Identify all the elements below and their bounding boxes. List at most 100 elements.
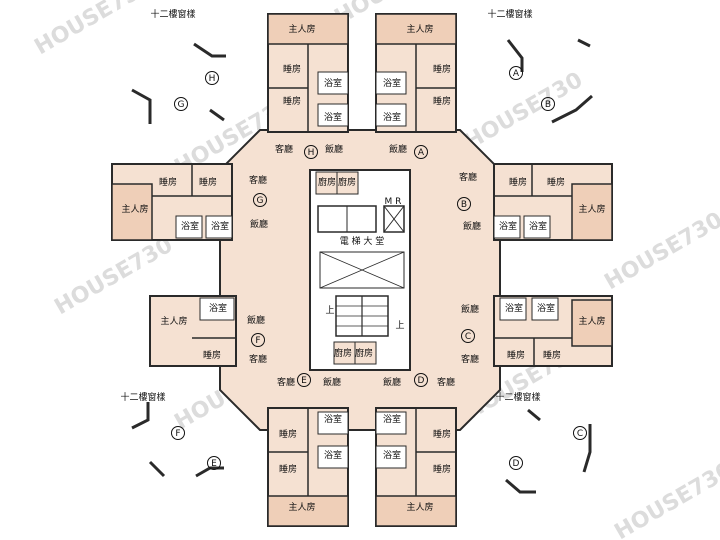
room-label-bath: 浴室 [324, 449, 342, 461]
room-label-bedroom: 睡房 [283, 95, 301, 107]
room-label-bath: 浴室 [383, 449, 401, 461]
unit-marker-d: D [414, 373, 428, 387]
room-label-living: 客廳 [459, 171, 477, 183]
room-label-bay-window: 十二樓窗樣 [487, 8, 532, 20]
unit-marker-h: H [205, 71, 219, 85]
room-label-bedroom: 睡房 [433, 63, 451, 75]
room-label-living: 客廳 [275, 143, 293, 155]
watermark: HOUSE730 [461, 68, 588, 156]
svg-text:A: A [513, 69, 520, 79]
wing-right-lower [493, 295, 613, 367]
wing-right-upper [493, 163, 613, 241]
watermark: HOUSE730 [31, 0, 158, 60]
unit-marker-c: C [573, 426, 587, 440]
room-label-living: 客廳 [249, 353, 267, 365]
svg-text:B: B [545, 100, 551, 110]
room-label-bath: 浴室 [181, 220, 199, 232]
wing-left-upper [111, 163, 233, 241]
room-label-bath: 浴室 [383, 77, 401, 89]
room-label-bedroom: 睡房 [283, 63, 301, 75]
room-label-up: 上 [325, 305, 334, 316]
unit-marker-e: E [297, 373, 311, 387]
svg-text:H: H [308, 148, 315, 158]
room-label-bedroom: 睡房 [279, 463, 297, 475]
room-label-kitchen: 廚房 [334, 347, 352, 359]
room-label-master: 主人房 [406, 501, 433, 513]
room-label-dining: 飯廳 [463, 220, 481, 232]
room-label-bath: 浴室 [209, 302, 227, 314]
room-label-dining: 飯廳 [389, 143, 407, 155]
room-label-mr: M R [385, 197, 402, 207]
room-label-bedroom: 睡房 [159, 176, 177, 188]
svg-text:D: D [513, 459, 520, 469]
unit-marker-c: C [461, 329, 475, 343]
unit-marker-a: A [509, 66, 523, 80]
wing-top-left [267, 13, 349, 133]
room-label-kitchen: 廚房 [355, 347, 373, 359]
svg-text:F: F [175, 429, 180, 439]
room-label-bedroom: 睡房 [543, 349, 561, 361]
room-label-living: 客廳 [461, 353, 479, 365]
svg-text:C: C [465, 332, 471, 342]
room-label-living: 客廳 [249, 174, 267, 186]
room-label-dining: 飯廳 [461, 303, 479, 315]
room-label-bedroom: 睡房 [433, 463, 451, 475]
room-label-bedroom: 睡房 [203, 349, 221, 361]
room-label-dining: 飯廳 [383, 376, 401, 388]
svg-text:C: C [577, 429, 583, 439]
room-label-master: 主人房 [578, 315, 605, 327]
unit-marker-f: F [251, 333, 265, 347]
room-label-bay-window: 十二樓窗樣 [120, 391, 165, 403]
room-label-bedroom: 睡房 [507, 349, 525, 361]
room-label-bedroom: 睡房 [279, 428, 297, 440]
watermark: HOUSE730 [601, 208, 720, 296]
room-label-bath: 浴室 [211, 220, 229, 232]
room-label-dining: 飯廳 [250, 218, 268, 230]
room-label-bath: 浴室 [537, 302, 555, 314]
room-label-dining: 飯廳 [247, 314, 265, 326]
room-label-living: 客廳 [277, 376, 295, 388]
room-label-bath: 浴室 [324, 111, 342, 123]
wing-top-right [375, 13, 457, 133]
wing-bottom-right [375, 407, 457, 527]
room-label-dining: 飯廳 [323, 376, 341, 388]
core [309, 169, 411, 371]
wing-bottom-left [267, 407, 349, 527]
svg-text:G: G [178, 100, 185, 110]
unit-marker-b: B [541, 97, 555, 111]
room-label-bath: 浴室 [505, 302, 523, 314]
svg-text:F: F [255, 336, 260, 346]
room-label-bedroom: 睡房 [199, 176, 217, 188]
bay-window-outlines [131, 38, 593, 494]
room-label-up: 上 [395, 320, 404, 331]
room-label-bath: 浴室 [499, 220, 517, 232]
room-label-bath: 浴室 [529, 220, 547, 232]
unit-marker-h: H [304, 145, 318, 159]
svg-text:E: E [301, 376, 307, 386]
room-label-bedroom: 睡房 [547, 176, 565, 188]
svg-text:B: B [461, 200, 467, 210]
room-label-master: 主人房 [121, 203, 148, 215]
svg-text:A: A [418, 148, 425, 158]
room-label-master: 主人房 [160, 315, 187, 327]
wing-left-lower [149, 295, 237, 367]
unit-marker-d: D [509, 456, 523, 470]
svg-text:H: H [209, 74, 216, 84]
room-label-bay-window: 十二樓窗樣 [495, 391, 540, 403]
unit-marker-f: F [171, 426, 185, 440]
room-label-kitchen: 廚房 [338, 176, 356, 188]
unit-marker-g: G [174, 97, 188, 111]
room-label-master: 主人房 [578, 203, 605, 215]
room-label-bedroom: 睡房 [509, 176, 527, 188]
unit-marker-g: G [253, 193, 267, 207]
room-label-bedroom: 睡房 [433, 95, 451, 107]
room-label-bay-window: 十二樓窗樣 [150, 8, 195, 20]
room-label-bath: 浴室 [324, 77, 342, 89]
svg-text:G: G [257, 196, 264, 206]
room-label-living: 客廳 [437, 376, 455, 388]
room-label-bath: 浴室 [324, 413, 342, 425]
watermark: HOUSE730 [611, 458, 720, 540]
room-label-kitchen: 廚房 [318, 176, 336, 188]
